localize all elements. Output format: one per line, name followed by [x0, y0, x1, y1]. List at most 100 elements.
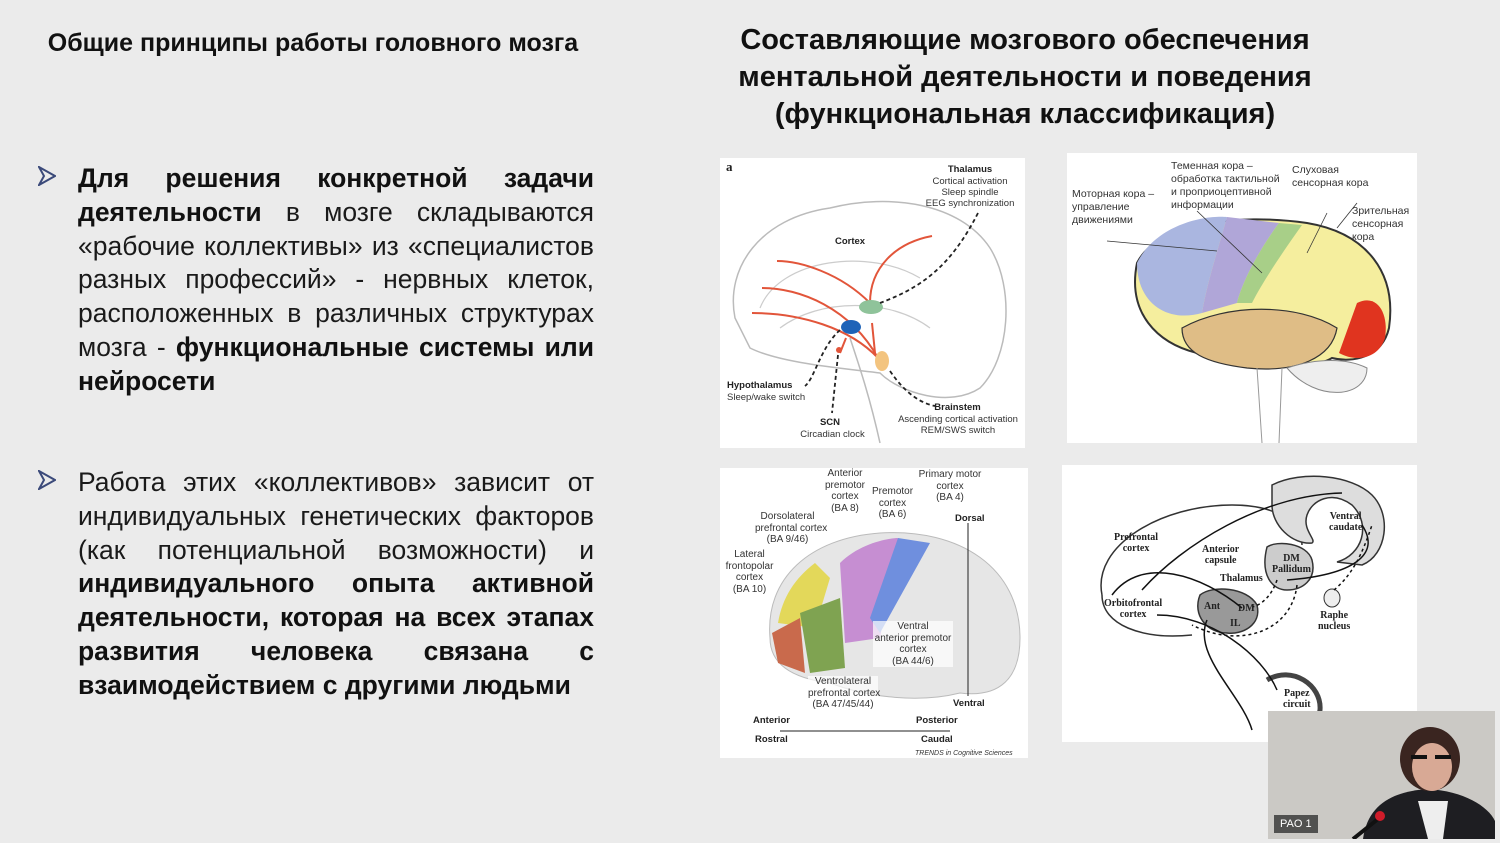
label-line: cortex	[1122, 543, 1150, 554]
arrow-bullet-icon	[38, 166, 56, 186]
label-line: Ventral	[897, 621, 929, 632]
label-brainstem-desc: Ascending cortical activation	[898, 414, 1018, 425]
label-il: IL	[1230, 618, 1241, 629]
label-line: Orbitofrontal	[1104, 598, 1163, 609]
label-anterior: Anterior	[753, 715, 790, 726]
brain-sagittal-drawing	[732, 200, 1007, 444]
label-line: capsule	[1204, 555, 1237, 566]
label-thalamus: Thalamus	[1220, 573, 1263, 584]
bullet-2-normal: Работа этих «коллективов» зависит от инд…	[78, 467, 594, 565]
bullet-item-1: Для решения конкретной задачи деятельнос…	[38, 162, 594, 399]
label-line: nucleus	[1318, 621, 1351, 632]
label-ventral: Ventral	[953, 698, 985, 709]
label-posterior: Posterior	[916, 715, 958, 726]
label-line: сенсорная кора	[1292, 177, 1369, 189]
label-line: Prefrontal	[1114, 532, 1159, 543]
bullet-1-normal: в мозге складываются «рабочие коллективы…	[78, 196, 594, 362]
label-line: (BA 10)	[732, 583, 767, 595]
arrow-bullet-icon	[38, 470, 56, 490]
label-ant: Ant	[1204, 601, 1221, 612]
label-line: DM	[1283, 553, 1300, 564]
label-line: frontopolar	[725, 560, 774, 572]
label-line: обработка тактильной	[1171, 173, 1280, 185]
label-line: кора	[1352, 231, 1375, 243]
label-scn-desc: Circadian clock	[800, 429, 865, 440]
label-rostral: Rostral	[755, 734, 788, 745]
label-line: Anterior	[827, 468, 863, 479]
label-line: anterior premotor	[874, 632, 952, 644]
label-line: circuit	[1283, 699, 1311, 710]
label-line: caudate	[1329, 522, 1363, 533]
label-dorsal: Dorsal	[955, 513, 985, 524]
slide-title-left: Общие принципы работы головного мозга	[47, 29, 579, 57]
label-line: Моторная кора –	[1072, 188, 1155, 200]
bullet-2-bold: индивидуального опыта активной деятельно…	[78, 568, 594, 700]
label-line: cortex	[899, 644, 927, 655]
label-hypothalamus-desc: Sleep/wake switch	[727, 392, 806, 403]
bullet-text-1: Для решения конкретной задачи деятельнос…	[78, 162, 594, 399]
panel-letter: a	[726, 159, 733, 174]
label-line: premotor	[824, 479, 865, 491]
label-line: (BA 4)	[936, 492, 964, 503]
label-line: Dorsolateral	[760, 511, 815, 522]
webcam-video-tile[interactable]: PAO 1	[1268, 711, 1495, 839]
label-line: Lateral	[734, 549, 765, 560]
label-line: (BA 44/6)	[892, 655, 934, 667]
label-brainstem-desc: REM/SWS switch	[920, 425, 996, 436]
label-line: Зрительная	[1352, 205, 1410, 217]
label-line: Ventral	[1329, 511, 1362, 522]
figure-credit: TRENDS in Cognitive Sciences	[915, 750, 1013, 757]
participant-name-label: PAO 1	[1274, 815, 1318, 833]
label-line: (BA 47/45/44)	[812, 699, 874, 710]
label-line: (BA 6)	[878, 509, 907, 520]
label-line: Pallidum	[1272, 564, 1311, 575]
label-line: и проприоцептивной	[1171, 186, 1272, 198]
label-line: Premotor	[871, 486, 914, 497]
label-line: Anterior	[1202, 544, 1240, 555]
label-line: cortex	[831, 491, 859, 502]
label-dm: DM	[1238, 603, 1255, 614]
label-line: (BA 9/46)	[766, 534, 809, 545]
label-thalamus-desc: EEG synchronization	[925, 198, 1015, 209]
label-line: (BA 8)	[831, 502, 859, 514]
slide-title-right: Составляющие мозгового обеспечения мента…	[738, 24, 1312, 130]
label-line: cortex	[1119, 609, 1147, 620]
label-line: cortex	[878, 497, 907, 509]
label-thalamus: Thalamus	[947, 164, 993, 175]
label-line: cortex	[735, 572, 764, 583]
label-cortex: Cortex	[834, 236, 866, 247]
label-line: cortex	[936, 480, 964, 492]
label-line: Raphe	[1320, 610, 1349, 621]
brain-circuit-drawing	[1100, 475, 1386, 736]
label-hypothalamus: Hypothalamus	[727, 380, 793, 391]
label-line: Papez	[1284, 688, 1310, 699]
label-line: сенсорная	[1352, 218, 1404, 230]
label-line: информации	[1171, 199, 1234, 211]
figure-sleep-wake-circuit: a Thalamus Cortical activation Sleep spi…	[720, 158, 1025, 448]
label-line: движениями	[1072, 214, 1133, 226]
label-line: управление	[1072, 201, 1130, 213]
brain-lateral-drawing	[769, 523, 1021, 732]
bullet-1-bold-a: Для решения конкретной задачи деятельнос…	[78, 163, 594, 227]
label-line: Теменная кора –	[1171, 160, 1253, 172]
brain-lobes-drawing	[1106, 202, 1392, 443]
bullet-1-bold-b: функциональные системы или нейросети	[78, 331, 594, 396]
bullet-item-2: Работа этих «коллективов» зависит от инд…	[38, 466, 594, 703]
